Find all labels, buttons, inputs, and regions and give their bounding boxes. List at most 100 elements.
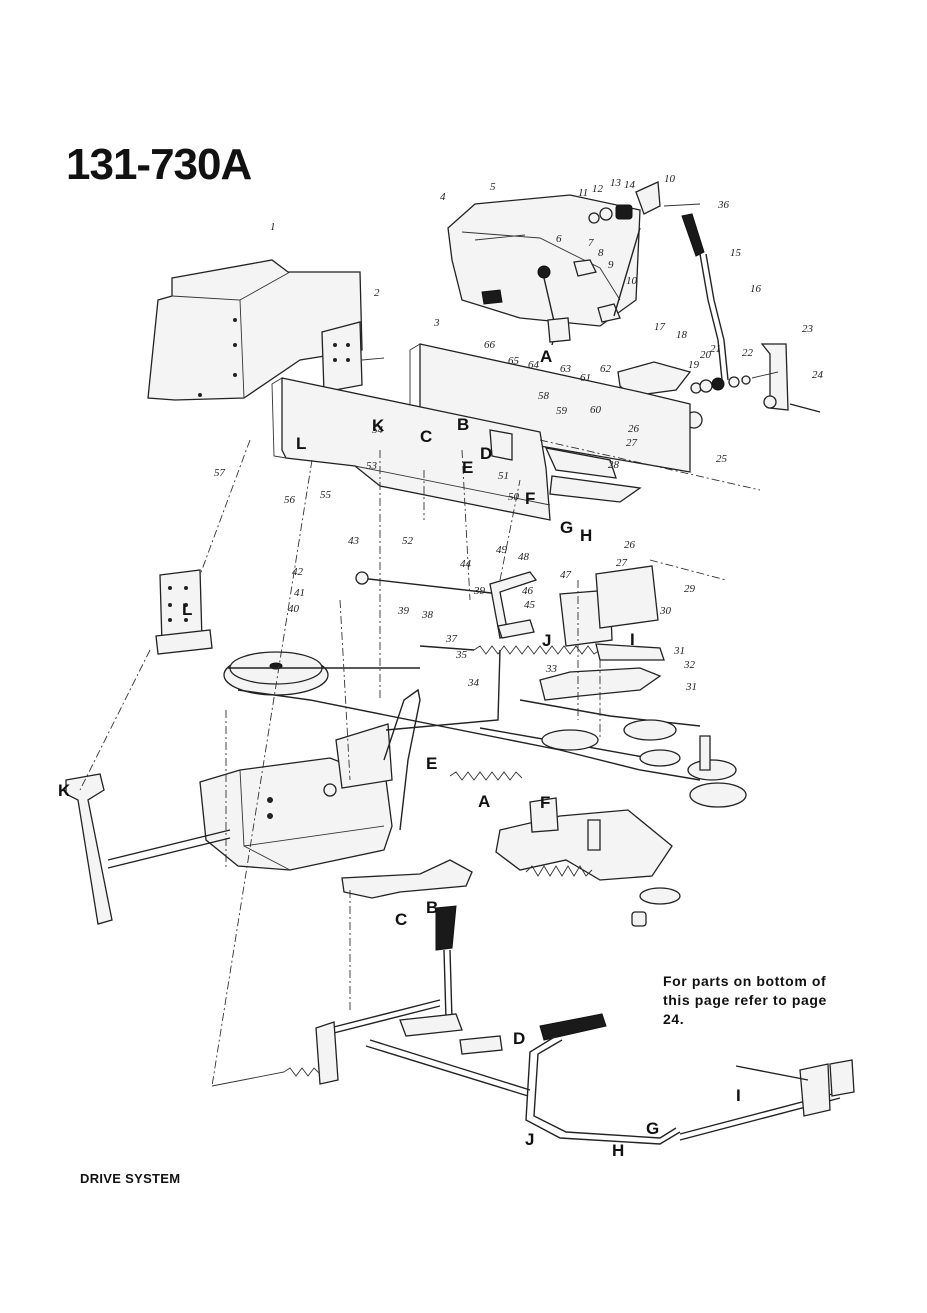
part-number-label: 17 bbox=[654, 321, 666, 333]
left-bracket-part bbox=[155, 569, 213, 655]
reference-letter-label: J bbox=[542, 631, 551, 650]
reference-letter-label: H bbox=[580, 526, 592, 545]
reference-letter-label: B bbox=[457, 415, 469, 434]
idler-arm-part bbox=[539, 643, 665, 701]
part-number-label: 40 bbox=[288, 603, 300, 615]
part-number-label: 46 bbox=[522, 585, 534, 597]
bracket-plate-part bbox=[321, 321, 385, 393]
part-number-label: 28 bbox=[608, 459, 620, 471]
part-number-label: 27 bbox=[616, 557, 628, 569]
part-number-label: 24 bbox=[812, 369, 824, 381]
part-number-label: 4 bbox=[440, 191, 446, 203]
speed-control-lever bbox=[681, 213, 729, 381]
extension-spring bbox=[385, 645, 601, 731]
shift-link-part bbox=[383, 688, 421, 831]
part-number-label: 42 bbox=[292, 566, 304, 578]
control-rod bbox=[355, 571, 501, 595]
part-number-label: 58 bbox=[538, 390, 550, 402]
part-number-label: 5 bbox=[490, 181, 496, 193]
part-number-label: 16 bbox=[750, 283, 762, 295]
reference-letter-label: J bbox=[525, 1130, 534, 1149]
reference-letter-label: K bbox=[58, 781, 71, 800]
part-number-label: 49 bbox=[496, 544, 508, 556]
idler-pulleys bbox=[541, 719, 747, 808]
part-number-label: 57 bbox=[214, 467, 226, 479]
part-number-label: 37 bbox=[445, 633, 458, 645]
part-number-label: 66 bbox=[484, 339, 496, 351]
part-number-label: 62 bbox=[600, 363, 612, 375]
part-number-label: 60 bbox=[590, 404, 602, 416]
part-number-label: 33 bbox=[545, 663, 558, 675]
reference-letter-label: C bbox=[420, 427, 432, 446]
part-number-label: 3 bbox=[433, 317, 440, 329]
part-number-label: 15 bbox=[730, 247, 742, 259]
section-footer: DRIVE SYSTEM bbox=[80, 1171, 181, 1186]
control-lever-assembly bbox=[537, 227, 641, 346]
reference-letter-label: I bbox=[736, 1086, 741, 1105]
part-number-label: 29 bbox=[684, 583, 696, 595]
part-number-label: 52 bbox=[402, 535, 414, 547]
part-number-label: 34 bbox=[467, 677, 480, 689]
part-number-label: 30 bbox=[659, 605, 672, 617]
part-number-label: 25 bbox=[716, 453, 728, 465]
part-number-label: 1 bbox=[270, 221, 276, 233]
reference-letter-label: E bbox=[426, 754, 437, 773]
reference-letter-label: F bbox=[525, 489, 535, 508]
frame-rail-part bbox=[271, 377, 642, 521]
part-number-label: 14 bbox=[624, 179, 636, 191]
part-number-label: 20 bbox=[700, 349, 712, 361]
part-number-label: 6 bbox=[556, 233, 562, 245]
foot-pedal-part bbox=[525, 1013, 681, 1145]
part-number-label: 44 bbox=[460, 558, 472, 570]
assembly-center-lines bbox=[79, 439, 761, 1087]
part-number-label: 21 bbox=[710, 343, 721, 355]
part-number-label: 39 bbox=[397, 605, 410, 617]
part-number-label: 23 bbox=[802, 323, 814, 335]
transmission-pulley bbox=[223, 651, 329, 696]
part-number-label: 43 bbox=[348, 535, 360, 547]
lever-bracket-part bbox=[760, 343, 821, 413]
transmission-lever bbox=[65, 773, 113, 925]
reference-letter-label: L bbox=[296, 434, 306, 453]
transmission-part bbox=[107, 723, 393, 871]
part-number-label: 38 bbox=[421, 609, 434, 621]
reference-letter-label: A bbox=[540, 347, 552, 366]
part-number-label: 2 bbox=[374, 287, 380, 299]
part-number-label: 9 bbox=[608, 259, 614, 271]
part-number-label: 39 bbox=[473, 585, 486, 597]
clutch-pedal-part bbox=[399, 905, 463, 1037]
part-number-label: 27 bbox=[626, 437, 638, 449]
cross-shaft-part bbox=[211, 999, 441, 1087]
brake-link-rod bbox=[365, 1035, 531, 1097]
reference-letter-label: G bbox=[646, 1119, 659, 1138]
part-number-label: 64 bbox=[528, 359, 540, 371]
part-number-label: 35 bbox=[455, 649, 468, 661]
part-number-label: 10 bbox=[626, 275, 638, 287]
reference-letter-label: K bbox=[372, 416, 385, 435]
side-panel-part bbox=[147, 259, 363, 401]
part-number-label: 10 bbox=[664, 173, 676, 185]
part-number-label: 54 bbox=[372, 424, 384, 436]
part-number-label: 19 bbox=[688, 359, 700, 371]
part-number-label: 32 bbox=[683, 659, 696, 671]
part-number-label: 31 bbox=[685, 681, 697, 693]
reference-letter-label: D bbox=[480, 444, 492, 463]
part-number-label: 63 bbox=[560, 363, 572, 375]
page-title: 131-730A bbox=[66, 140, 252, 189]
part-number-label: 13 bbox=[610, 177, 622, 189]
part-number-label: 55 bbox=[320, 489, 332, 501]
part-number-label: 12 bbox=[592, 183, 604, 195]
lever-guide-part bbox=[617, 361, 692, 397]
reference-letter-label: A bbox=[478, 792, 490, 811]
part-number-label: 41 bbox=[294, 587, 305, 599]
part-number-label: 22 bbox=[742, 347, 754, 359]
part-number-label: 56 bbox=[284, 494, 296, 506]
washer-stack bbox=[685, 371, 779, 429]
reference-letter-label: C bbox=[395, 910, 407, 929]
part-number-label: 59 bbox=[556, 405, 568, 417]
part-number-label: 53 bbox=[366, 460, 378, 472]
pulley-bracket-part bbox=[559, 565, 659, 647]
reference-letter-label: E bbox=[462, 458, 473, 477]
part-number-label: 7 bbox=[588, 237, 594, 249]
